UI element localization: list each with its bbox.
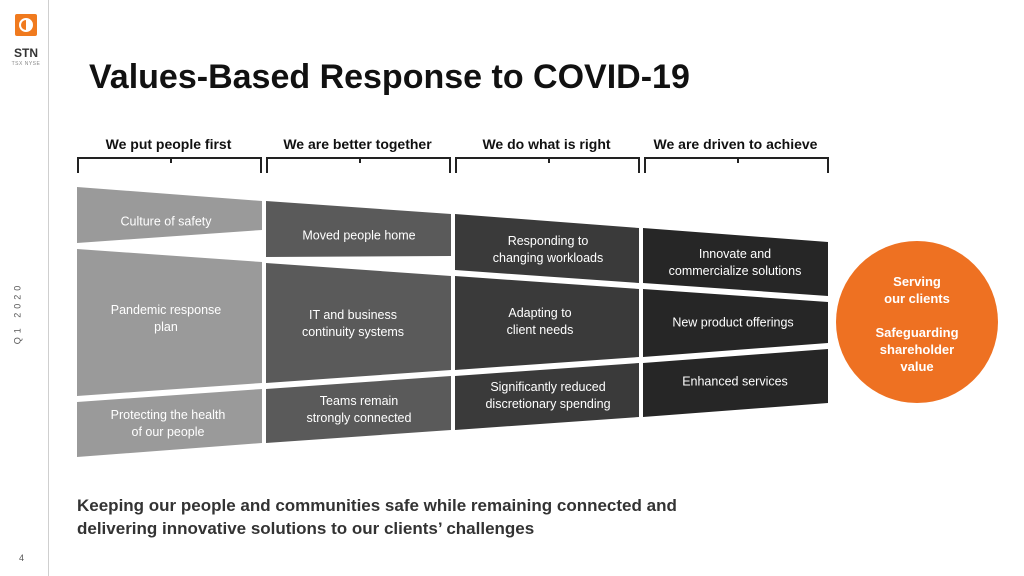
outcome-line-1: Serving (893, 274, 941, 289)
cell-1-2-block (77, 249, 262, 396)
cell-2-1: Moved people home (302, 228, 416, 243)
cell-2-3-block (266, 376, 451, 443)
cell-4-3: Enhanced services (682, 374, 788, 389)
cell-2-1-block (266, 201, 451, 257)
outcome-line-5: value (900, 359, 934, 374)
column-4-blocks (643, 228, 828, 417)
column-heading-4: We are driven to achieve (653, 136, 818, 152)
footer-statement: Keeping our people and communities safe … (77, 494, 677, 540)
cell-3-3: Significantly reduced discretionary spen… (485, 380, 611, 411)
page-number: 4 (19, 553, 25, 563)
column-2-blocks (266, 201, 451, 443)
brand-logo-icon (15, 14, 37, 36)
outcome-text: Serving our clients Safeguarding shareho… (836, 273, 998, 375)
cell-2-2-block (266, 263, 451, 383)
cell-3-1-block (455, 214, 639, 283)
cell-3-2: Adapting to client needs (506, 306, 574, 337)
footer-line-1: Keeping our people and communities safe … (77, 496, 677, 515)
cell-4-1: Innovate and commercialize solutions (668, 247, 802, 278)
outcome-line-3: Safeguarding (875, 325, 959, 340)
cell-4-2-block (643, 289, 828, 357)
page-title: Values-Based Response to COVID-19 (89, 58, 690, 96)
cell-2-2: IT and business continuity systems (301, 308, 405, 339)
column-bracket-4 (644, 157, 829, 173)
cell-1-2: Pandemic response plan (110, 303, 222, 334)
cell-4-1-block (643, 228, 828, 296)
column-heading-3: We do what is right (482, 136, 611, 152)
cell-1-3: Protecting the health of our people (110, 408, 226, 439)
sidebar: STN TSX NYSE Q1 2020 4 (0, 0, 49, 576)
cell-1-1-block (77, 187, 262, 243)
column-3-blocks (455, 214, 639, 430)
outcome-circle: Serving our clients Safeguarding shareho… (836, 241, 998, 403)
cell-3-3-block (455, 363, 639, 430)
column-heading-1: We put people first (105, 136, 232, 152)
column-bracket-1 (77, 157, 262, 173)
column-bracket-2 (266, 157, 451, 173)
cell-1-1: Culture of safety (120, 214, 212, 229)
column-bracket-3 (455, 157, 640, 173)
cell-2-3: Teams remain strongly connected (306, 394, 412, 425)
cell-4-3-block (643, 349, 828, 417)
cell-4-2: New product offerings (672, 315, 794, 330)
footer-line-2: delivering innovative solutions to our c… (77, 519, 535, 538)
brand-exchange: TSX NYSE (11, 61, 41, 67)
cell-3-2-block (455, 276, 639, 370)
brand-name: STN (14, 46, 38, 60)
cell-3-1: Responding to changing workloads (492, 234, 604, 265)
outcome-line-2: our clients (884, 291, 950, 306)
column-1-blocks (77, 187, 262, 457)
cell-1-3-block (77, 389, 262, 457)
outcome-line-4: shareholder (879, 342, 955, 357)
column-heading-2: We are better together (283, 136, 432, 152)
